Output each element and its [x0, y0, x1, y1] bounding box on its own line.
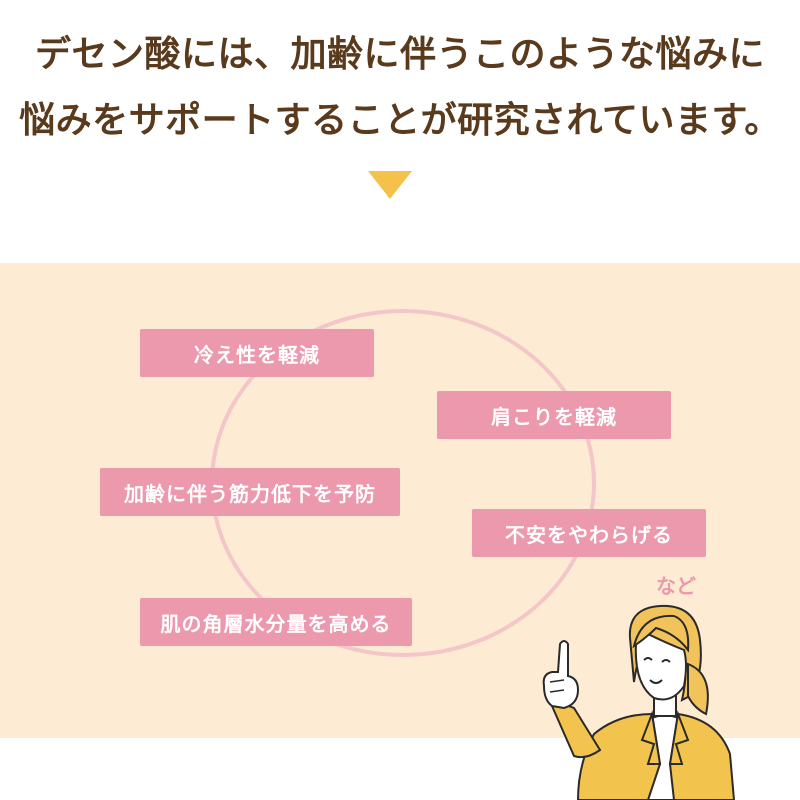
- benefit-pill-skin-moisture: 肌の角層水分量を高める: [140, 598, 412, 646]
- etc-label: など: [656, 574, 696, 598]
- benefit-pill-cold-sensitivity: 冷え性を軽減: [140, 329, 374, 377]
- benefit-pill-anxiety: 不安をやわらげる: [472, 509, 706, 557]
- triangle-down-icon: [368, 171, 412, 199]
- benefit-pill-stiff-shoulders: 肩こりを軽減: [437, 391, 671, 439]
- headline-line-1: デセン酸には、加齢に伴うこのような悩みに: [34, 34, 765, 75]
- benefit-pill-muscle-decline: 加齢に伴う筋力低下を予防: [100, 468, 400, 516]
- woman-pointing-illustration: [542, 604, 736, 800]
- headline-line-2: 悩みをサポートすることが研究されています。: [19, 100, 781, 141]
